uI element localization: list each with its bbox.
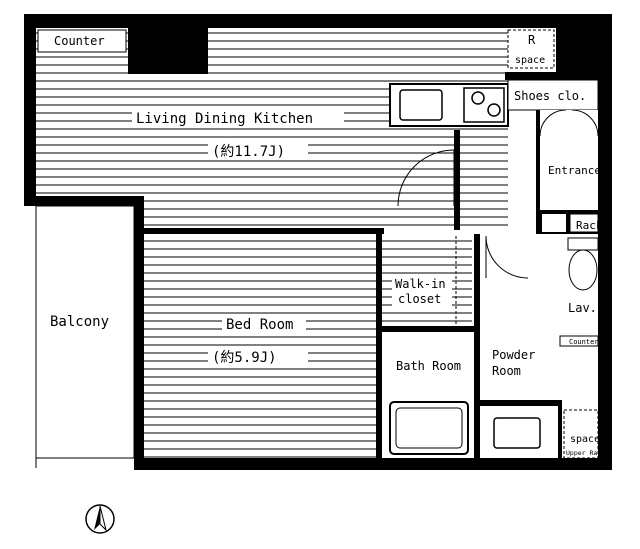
label-counter-small: Counter — [569, 338, 599, 346]
upper-rack-box — [563, 409, 599, 459]
north-arrow-icon — [85, 504, 115, 534]
label-shoes: Shoes clo. — [514, 89, 586, 103]
labels: Counter R space Living Dining Kitchen (約… — [42, 32, 605, 457]
label-bedroom: Bed Room — [226, 317, 293, 333]
label-counter-top: Counter — [54, 34, 105, 48]
sink — [399, 89, 443, 121]
stove-burner — [487, 103, 501, 117]
label-powder-1: Powder — [492, 348, 535, 362]
ldk-door-swing — [397, 149, 455, 207]
label-rack: Rack — [576, 219, 603, 232]
label-ldk: Living Dining Kitchen — [136, 111, 313, 127]
label-upper-rack: Upper Rack — [566, 449, 605, 457]
toilet — [567, 237, 599, 291]
bedroom-floor — [144, 236, 376, 458]
label-walkin-1: Walk-in — [395, 277, 446, 291]
label-ldk-area: (約11.7J) — [212, 144, 285, 160]
walls — [24, 14, 612, 470]
label-r: R — [528, 33, 536, 47]
corridor-gap — [542, 214, 566, 232]
lav-door-swing — [485, 235, 529, 279]
shoes-closet — [507, 79, 599, 111]
label-balcony: Balcony — [50, 314, 109, 330]
washbasin — [493, 417, 541, 449]
label-walkin-2: closet — [398, 292, 441, 306]
stove-burner — [471, 91, 485, 105]
balcony-area — [35, 205, 135, 459]
rack-box — [569, 213, 599, 233]
label-lav: Lav. — [568, 301, 597, 315]
label-space-top: space — [515, 55, 545, 66]
entrance-area — [540, 110, 598, 210]
label-bath: Bath Room — [396, 359, 461, 373]
label-entrance: Entrance — [548, 164, 601, 177]
small-counter — [559, 335, 599, 347]
label-powder-2: Room — [492, 364, 521, 378]
bathtub — [389, 401, 469, 455]
label-bedroom-area: (約5.9J) — [212, 350, 277, 366]
label-space-bottom: space — [570, 434, 600, 445]
